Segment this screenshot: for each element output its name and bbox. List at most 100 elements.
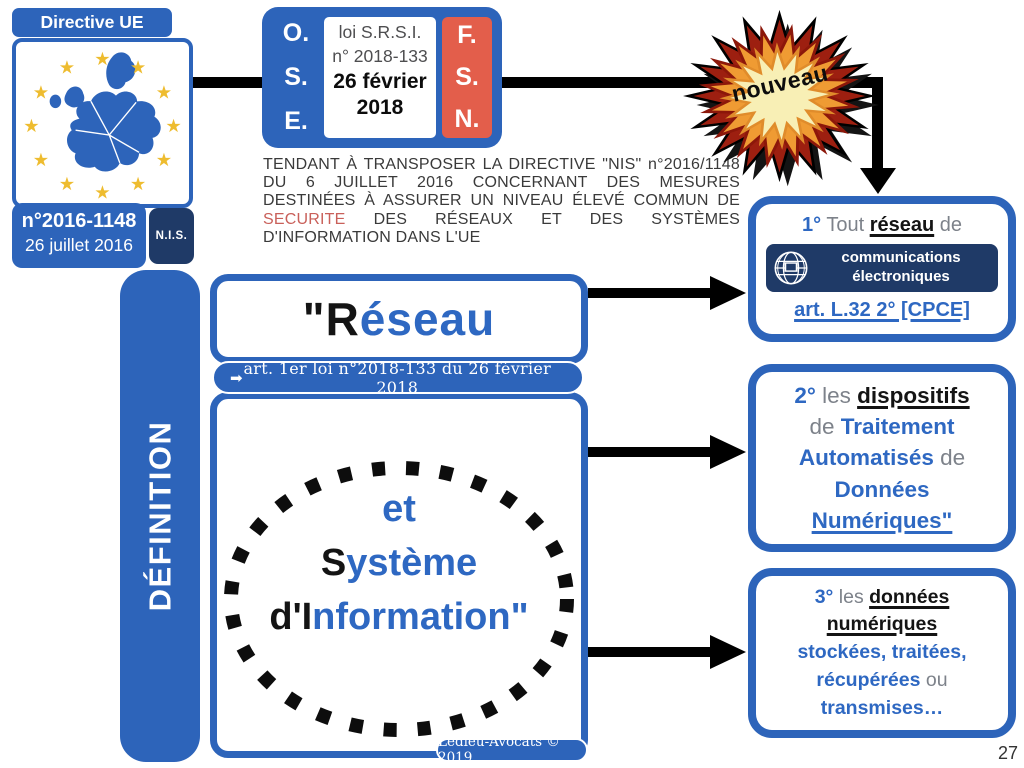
law-card-center: loi S.R.S.I. n° 2018-133 26 février 2018	[324, 17, 436, 138]
systeme-information-box: et Système d'Information"	[210, 392, 588, 758]
result-1-heading: 1° Tout réseau de	[756, 214, 1008, 237]
law-date-day: 26 février	[333, 70, 427, 93]
text-line: et	[217, 483, 581, 537]
communications-label: communications électroniques	[810, 249, 992, 287]
arrow-down-icon	[860, 168, 896, 194]
directive-date: 26 juillet 2016	[25, 235, 133, 255]
credit-badge: Ledieu-Avocats © 2019	[436, 734, 588, 766]
result-box-3: 3° les données numériques stockées, traité…	[748, 568, 1016, 738]
directive-number: n°2016-1148	[21, 210, 137, 232]
definition-sidebar-label: DÉFINITION	[142, 420, 178, 612]
connector-line-down	[872, 77, 883, 170]
fsn-letter: F.	[457, 21, 477, 49]
text-run: de	[933, 445, 966, 471]
eu-map-graphic: ★★★ ★★★ ★★★ ★★★	[23, 49, 182, 204]
definition-sidebar: DÉFINITION	[120, 270, 200, 762]
ose-letter: S.	[284, 63, 308, 91]
text-run: dispositifs	[857, 383, 970, 409]
law-card: O. S. E. loi S.R.S.I. n° 2018-133 26 fév…	[262, 7, 502, 148]
fsn-acronym: F. S. N.	[442, 17, 492, 138]
svg-text:★: ★	[130, 174, 146, 195]
dashed-ellipse	[224, 461, 574, 737]
communications-bar: communications électroniques	[766, 244, 998, 292]
eu-map: ★★★ ★★★ ★★★ ★★★	[12, 38, 193, 208]
text-line: Système	[217, 537, 581, 591]
text-run: données	[869, 585, 950, 608]
text-run: réseau	[869, 214, 935, 236]
text-run: Numériques"	[811, 507, 953, 533]
arrow-shaft-1	[588, 288, 712, 298]
text-run: les	[815, 383, 858, 409]
cpce-link[interactable]: art. L.32 2° [CPCE]	[794, 299, 970, 321]
text-run: Tout	[821, 214, 870, 236]
text-run: 3°	[814, 585, 834, 608]
text-run: numériques	[826, 613, 938, 636]
text-run: 1°	[802, 214, 822, 236]
article-banner: ➡ art. 1er loi n°2018-133 du 26 février …	[212, 358, 584, 397]
arrow-right-icon-1	[710, 276, 746, 310]
svg-text:★: ★	[33, 82, 49, 103]
ose-acronym: O. S. E.	[274, 17, 318, 138]
directive-ue-title: Directive UE	[40, 12, 144, 32]
arrow-shaft-3	[588, 647, 712, 657]
nis-badge: N.I.S.	[149, 208, 194, 264]
arrow-right-icon: ➡	[230, 368, 243, 387]
text-line: électroniques	[852, 268, 950, 285]
text-run: éseau	[359, 293, 496, 345]
law-title: loi S.R.S.I.	[338, 22, 422, 42]
svg-text:★: ★	[156, 82, 172, 103]
page-number: 27	[997, 743, 1018, 763]
text-line: communications	[841, 249, 961, 267]
transposition-paragraph: TENDANT À TRANSPOSER LA DIRECTIVE "NIS" …	[263, 156, 740, 247]
text-run: Traitement	[840, 414, 955, 440]
starburst: nouveau	[672, 0, 887, 192]
text-run: transmises…	[820, 696, 944, 719]
text-run: Automatisés	[798, 445, 934, 471]
svg-text:★: ★	[156, 150, 172, 171]
ose-letter: O.	[282, 19, 310, 47]
article-banner-text: art. 1er loi n°2018-133 du 26 février 20…	[243, 358, 552, 397]
text-run: de	[934, 214, 962, 236]
text-run: ystème	[346, 541, 478, 584]
text-run: d'I	[269, 595, 313, 638]
text-run: "R	[302, 293, 360, 345]
law-date-year: 2018	[356, 96, 404, 119]
result-3-text: 3° les données numériques stockées, traité…	[797, 584, 966, 722]
text-run: DES RÉSEAUX ET DES SYSTÈMES D'INFORMATIO…	[263, 210, 740, 246]
svg-text:★: ★	[165, 116, 181, 137]
text-run: TENDANT À TRANSPOSER LA DIRECTIVE "NIS" …	[263, 156, 740, 210]
law-number: n° 2018-133	[332, 46, 428, 66]
reseau-title-box: "Réseau	[210, 274, 588, 364]
text-run: récupérées	[816, 668, 921, 691]
arrow-shaft-2	[588, 447, 712, 457]
ose-letter: E.	[284, 107, 308, 135]
svg-text:★: ★	[94, 49, 110, 70]
text-run: Données	[834, 476, 930, 502]
text-run: stockées, traitées,	[797, 641, 967, 664]
reseau-title: "Réseau	[303, 292, 495, 346]
securite-highlight: SECURITE	[263, 210, 346, 228]
text-run: 2°	[794, 383, 816, 409]
svg-text:★: ★	[94, 182, 110, 203]
svg-text:★: ★	[130, 58, 146, 79]
fsn-letter: N.	[454, 105, 480, 133]
text-line: d'Information"	[217, 591, 581, 645]
directive-number-card: n°2016-1148 26 juillet 2016	[12, 203, 146, 268]
svg-text:★: ★	[33, 150, 49, 171]
fsn-letter: S.	[455, 63, 479, 91]
text-run: de	[809, 414, 841, 440]
text-run: les	[833, 585, 870, 608]
directive-ue-header: Directive UE	[12, 8, 172, 37]
globe-icon	[774, 251, 808, 285]
text-run: S	[320, 541, 347, 584]
result-box-1: 1° Tout réseau de communications électro…	[748, 196, 1016, 342]
arrow-right-icon-3	[710, 635, 746, 669]
text-run: et	[382, 488, 416, 530]
svg-text:★: ★	[59, 58, 75, 79]
systeme-information-text: et Système d'Information"	[217, 483, 581, 645]
svg-text:★: ★	[59, 174, 75, 195]
arrow-right-icon-2	[710, 435, 746, 469]
